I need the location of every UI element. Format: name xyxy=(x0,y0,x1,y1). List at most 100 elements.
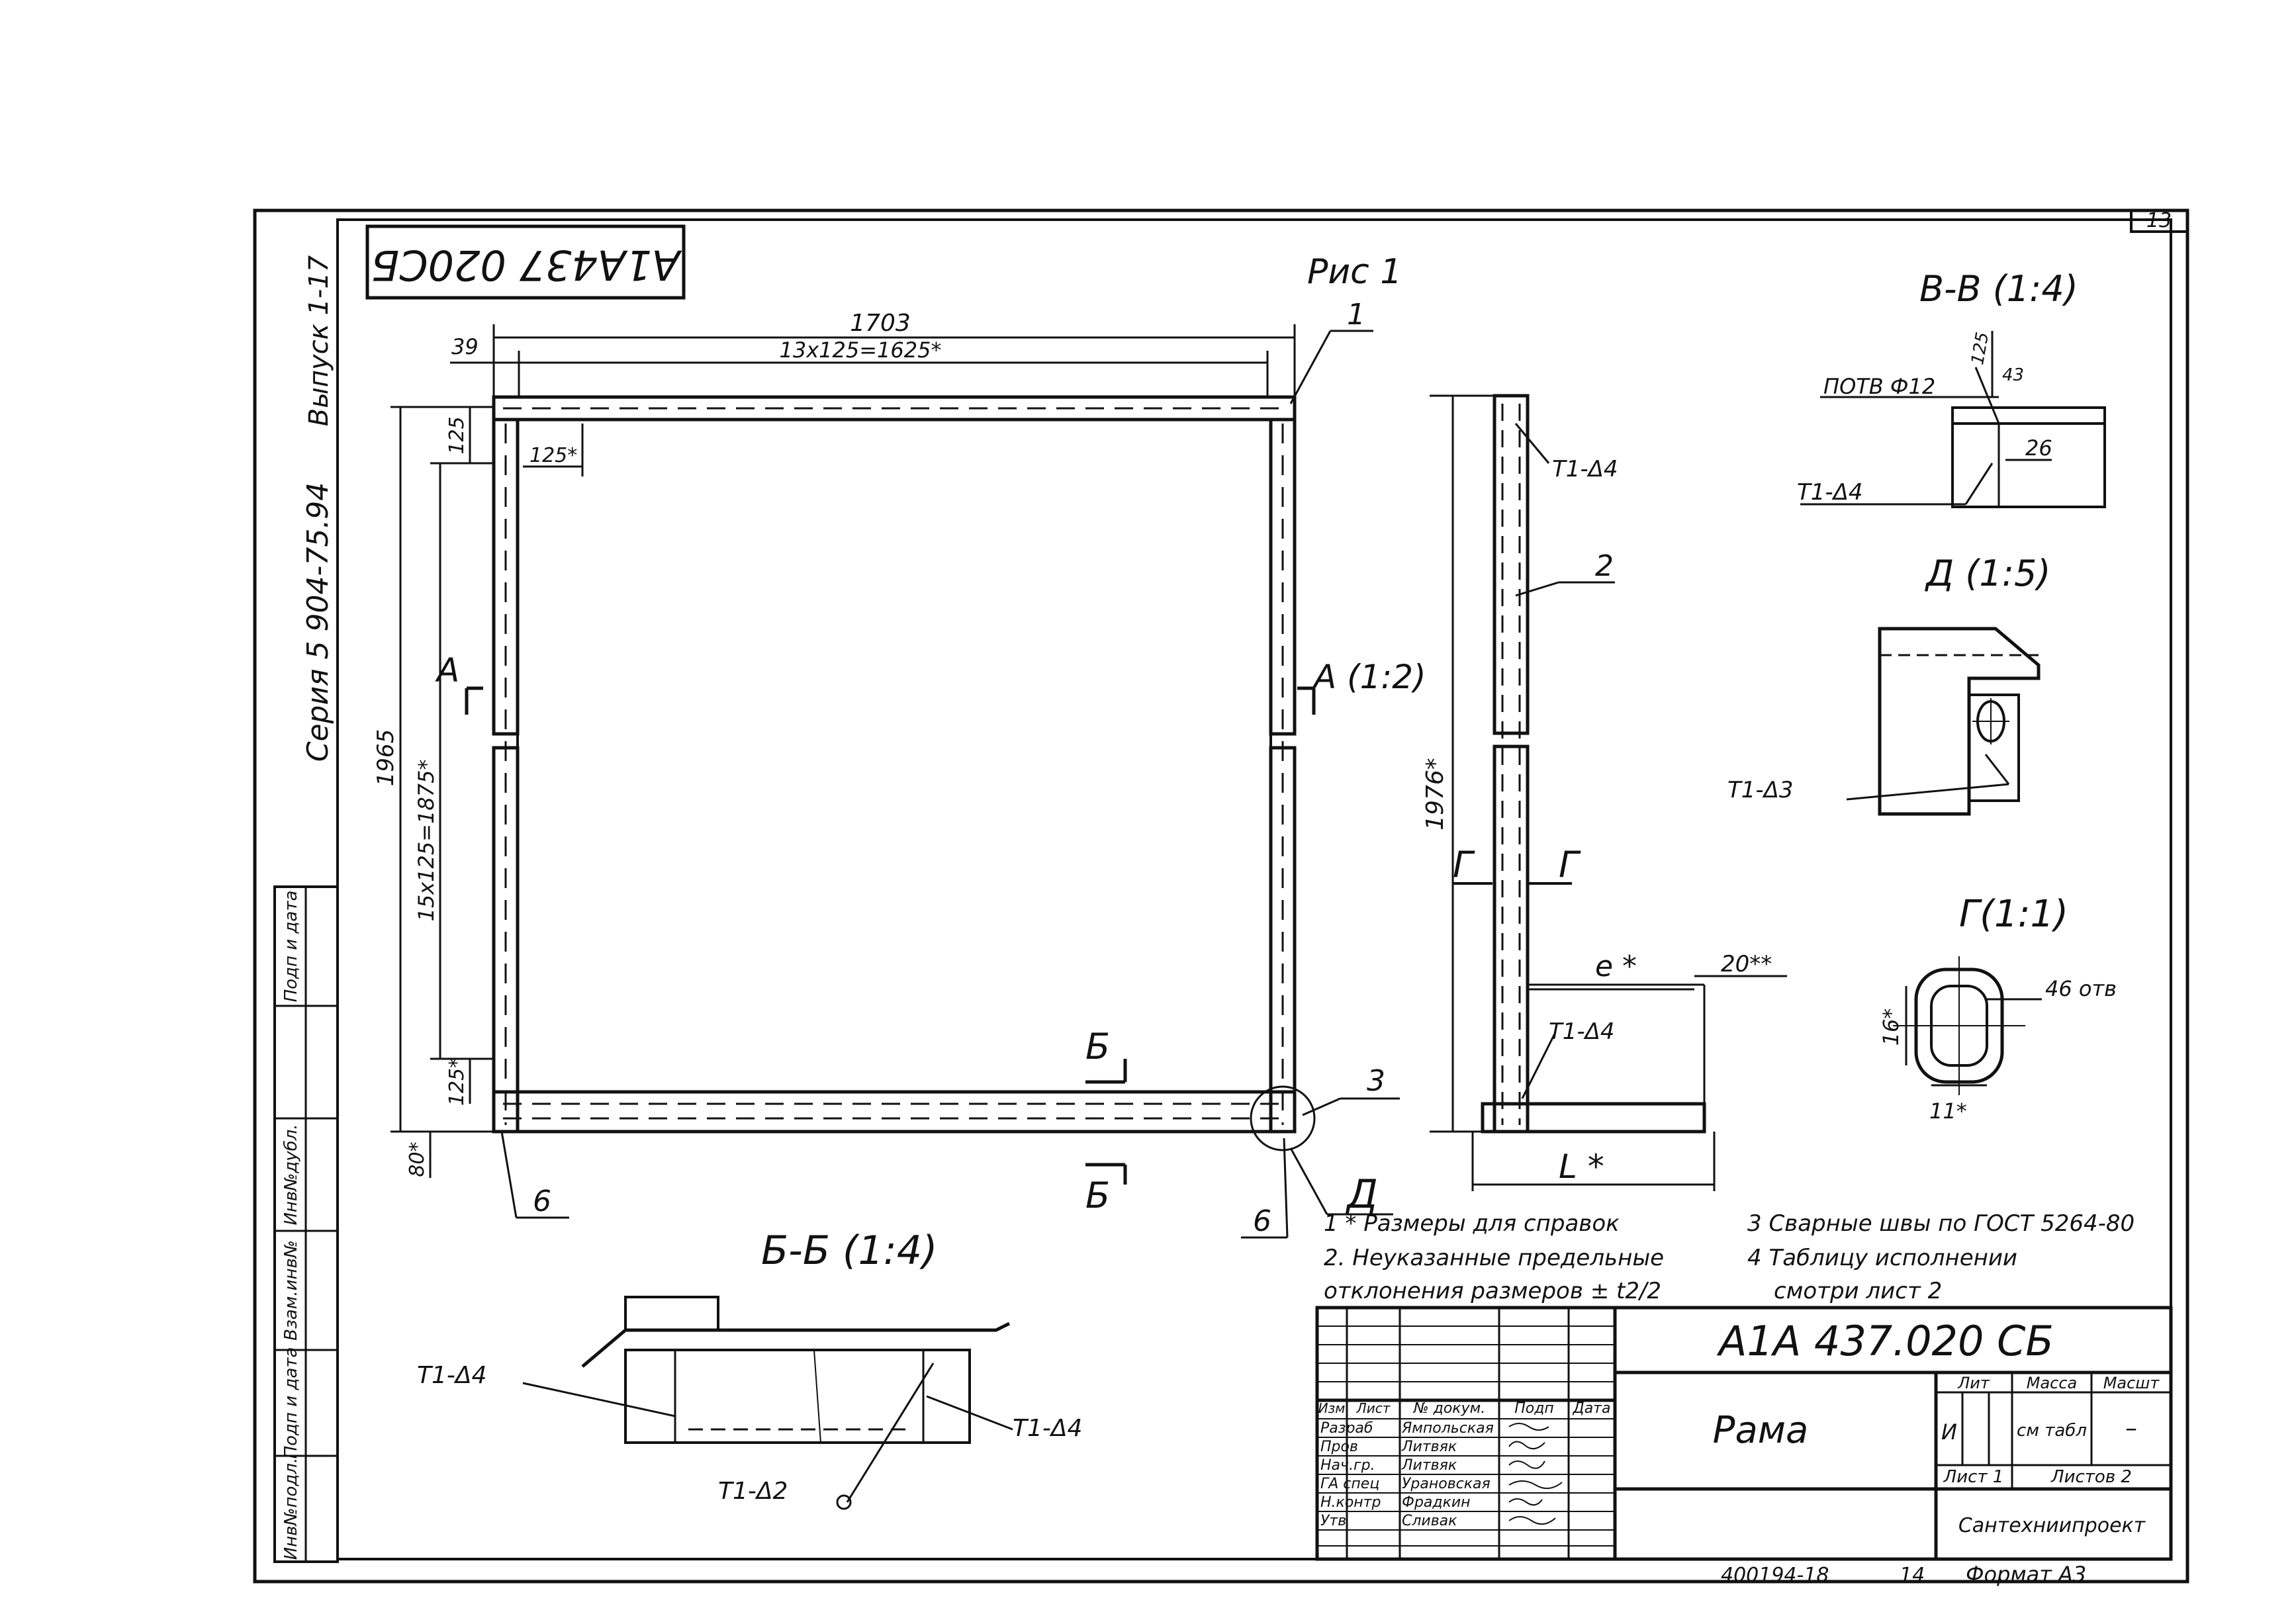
notes-right: 3 Сварные швы по ГОСТ 5264-80 4 Таблицу … xyxy=(1747,1210,2135,1304)
dim-20: 20** xyxy=(1721,951,1772,977)
tb-name-developer: Ямпольская xyxy=(1401,1420,1494,1437)
rotated-drawing-code: A1A437 020CБ xyxy=(371,241,682,289)
weld-t1-4-bb-left: Т1-Δ4 xyxy=(417,1362,486,1389)
position-2: 2 xyxy=(1595,549,1614,583)
note-2a: 2. Неуказанные предельные xyxy=(1324,1245,1664,1271)
tb-sheets-total: Листов 2 xyxy=(2050,1467,2132,1487)
position-6-left: 6 xyxy=(533,1185,551,1218)
title-block xyxy=(1315,1306,2173,1561)
dim-46: 46 отв xyxy=(2045,976,2117,1001)
dim-overall-width: 1703 xyxy=(850,310,911,337)
view-g-label: Г(1:1) xyxy=(1959,893,2068,936)
hole-label: ПОТВ Ф12 xyxy=(1823,374,1935,399)
tb-role-approved: Утв xyxy=(1320,1513,1346,1529)
section-a-left: А xyxy=(435,651,459,690)
tb-organization: Сантехниипроект xyxy=(1958,1514,2146,1537)
series-label: Серия 5 904-75.94 xyxy=(301,482,335,762)
dim-125-vv: 125 xyxy=(1968,331,1993,367)
notes-left: 1 * Размеры для справок 2. Неуказанные п… xyxy=(1324,1210,1664,1304)
cut-g-right: Г xyxy=(1559,844,1581,885)
weld-t1-3-d: Т1-Δ3 xyxy=(1727,777,1794,803)
detail-d-label: Д (1:5) xyxy=(1925,553,2050,594)
stamp-col-sign-date-2: Подп и дата xyxy=(281,891,301,1003)
main-frame-view xyxy=(390,324,1400,1239)
tb-lit-label: Лит xyxy=(1957,1374,1990,1392)
detail-d-marker: Д xyxy=(1345,1171,1378,1218)
dim-11: 11* xyxy=(1929,1099,1967,1124)
tb-header-list: Лист xyxy=(1356,1400,1391,1416)
cut-b-bottom: Б xyxy=(1085,1175,1110,1216)
dim-pitch-top: 13x125=1625* xyxy=(780,337,942,363)
dim-125-star-bottom: 125* xyxy=(445,1058,469,1106)
tb-name-approved: Сливак xyxy=(1402,1513,1457,1529)
sheet-frame xyxy=(253,208,2189,1584)
dim-side-height: 1976* xyxy=(1422,758,1449,830)
dim-43-vv: 43 xyxy=(2002,365,2024,385)
tb-scale-value: – xyxy=(2125,1415,2137,1442)
tb-sheet-label: Лист 1 xyxy=(1943,1467,2004,1487)
dim-offset-39: 39 xyxy=(451,334,479,359)
tb-header-sign: Подп xyxy=(1514,1400,1554,1417)
dim-125-top: 125 xyxy=(445,416,469,454)
dim-26-vv: 26 xyxy=(2025,435,2052,461)
cut-g-left: Г xyxy=(1453,844,1475,885)
tb-header-date: Дата xyxy=(1573,1400,1611,1417)
tb-header-izm: Изм xyxy=(1318,1400,1346,1416)
section-vv-label: В-В (1:4) xyxy=(1919,268,2078,310)
weld-t1-4-side-top: Т1-Δ4 xyxy=(1552,456,1618,482)
issue-label: Выпуск 1-17 xyxy=(304,255,334,426)
dim-125-star-h: 125* xyxy=(529,444,577,467)
tb-scale-label: Масшт xyxy=(2103,1374,2160,1392)
section-bb-label: Б-Б (1:4) xyxy=(761,1228,937,1274)
sheet-number: 13 xyxy=(2146,209,2172,232)
detail-d-view xyxy=(1846,627,2041,816)
section-a-right: А (1:2) xyxy=(1312,658,1426,696)
dim-pitch-side: 15x125=1875* xyxy=(414,760,439,922)
tb-name-norm-control: Фрадкин xyxy=(1402,1494,1471,1511)
tb-mass-value: см табл xyxy=(2017,1421,2087,1441)
note-1: 1 * Размеры для справок xyxy=(1324,1210,1620,1237)
title-name: Рама xyxy=(1713,1409,1809,1452)
dim-16: 16* xyxy=(1878,1009,1904,1046)
tb-name-chief-spec: Урановская xyxy=(1402,1476,1491,1492)
fig-label: Рис 1 xyxy=(1307,252,1402,292)
tb-role-norm-control: Н.контр xyxy=(1320,1494,1381,1511)
stamp-col-inv-orig: Инв№подл. xyxy=(281,1458,301,1560)
weld-t1-4-bb-right: Т1-Δ4 xyxy=(1013,1415,1082,1442)
weld-t1-2-bb: Т1-Δ2 xyxy=(718,1478,788,1505)
note-3: 3 Сварные швы по ГОСТ 5264-80 xyxy=(1747,1210,2135,1237)
section-bb-view xyxy=(522,1296,1013,1510)
tb-name-checker: Литвяк xyxy=(1401,1439,1457,1455)
footer-format: Формат А3 xyxy=(1966,1562,2086,1587)
section-vv-view xyxy=(1800,331,2106,508)
position-1: 1 xyxy=(1347,298,1365,332)
tb-role-developer: Разраб xyxy=(1320,1420,1373,1437)
note-4b: смотри лист 2 xyxy=(1774,1278,1942,1304)
footer-inventory-code: 400194-18 xyxy=(1721,1564,1829,1587)
tb-name-group-head: Литвяк xyxy=(1401,1457,1457,1474)
cut-b-top: Б xyxy=(1085,1026,1110,1067)
dim-l: L * xyxy=(1559,1147,1604,1186)
stamp-col-replacement: Взам.инв№ xyxy=(281,1240,301,1341)
rotated-code-stamp: A1A437 020CБ xyxy=(365,224,686,300)
stamp-col-sign-date-1: Подп и дата xyxy=(281,1347,301,1459)
title-designation: А1А 437.020 СБ xyxy=(1716,1317,2054,1365)
note-4a: 4 Таблицу исполнении xyxy=(1747,1245,2017,1271)
footer-copy-number: 14 xyxy=(1900,1564,1925,1587)
dim-e: e * xyxy=(1595,950,1637,983)
dim-80: 80* xyxy=(406,1142,429,1177)
position-3: 3 xyxy=(1367,1064,1385,1098)
stamp-col-inv-dup: Инв№дубл. xyxy=(281,1124,301,1225)
view-g xyxy=(1893,956,2042,1095)
position-6-right: 6 xyxy=(1253,1204,1271,1238)
side-view xyxy=(1430,394,1787,1191)
tb-signatures xyxy=(1508,1423,1563,1525)
note-2b: отклонения размеров ± t2/2 xyxy=(1324,1278,1661,1304)
tb-header-doc: № докум. xyxy=(1413,1400,1485,1417)
left-stamp xyxy=(273,885,339,1563)
weld-t1-4-vv: Т1-Δ4 xyxy=(1797,479,1863,506)
tb-mass-label: Масса xyxy=(2027,1374,2078,1392)
weld-t1-4-side-bottom: Т1-Δ4 xyxy=(1549,1018,1615,1045)
tb-role-chief-spec: ГА спец xyxy=(1320,1476,1379,1492)
